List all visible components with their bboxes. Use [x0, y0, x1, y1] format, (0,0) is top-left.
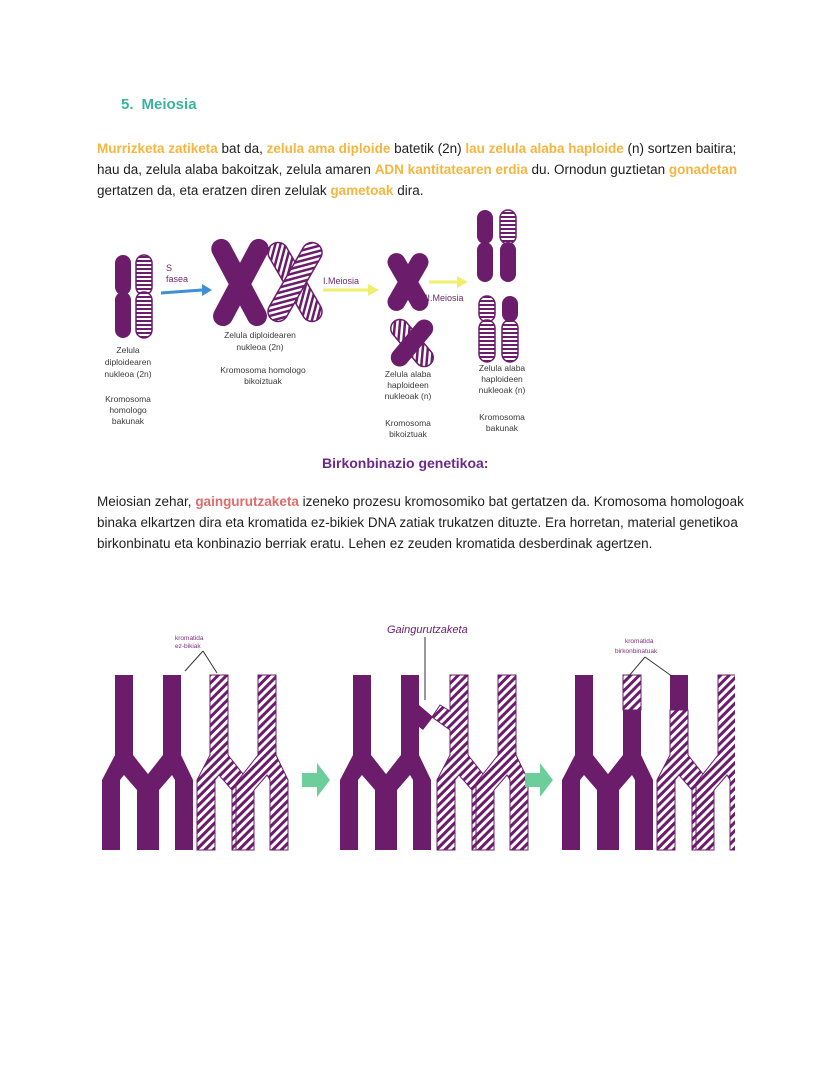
- chromosome-final-3: [478, 295, 496, 363]
- label-mid: Gaingurutzaketa: [387, 624, 468, 700]
- label-kromatida-right: kromatida: [625, 638, 654, 645]
- term-gaingurutzaketa: gaingurutzaketa: [195, 494, 299, 509]
- chromosome-final-2: [499, 209, 517, 282]
- caption-line: bakunak: [486, 423, 519, 433]
- term-zelula-alaba-haploide: lau zelula alaba haploide: [465, 141, 624, 156]
- caption-line: Kromosoma: [105, 394, 151, 404]
- caption-line: haploideen: [387, 380, 429, 390]
- chromosome-pair-after-2: [656, 674, 735, 851]
- text-run: dira.: [393, 183, 424, 198]
- text-run: du. Ornodun guztietan: [527, 162, 669, 177]
- arrow-s-label: S: [166, 263, 172, 273]
- caption-line: nukleoa (2n): [104, 369, 151, 379]
- caption-line: diploidearen: [105, 357, 152, 367]
- caption-stage-3: Zelula alaba haploideen nukleoak (n) Kro…: [385, 369, 432, 439]
- caption-line: Zelula: [116, 345, 139, 355]
- arrow-s-phase: S fasea: [160, 263, 212, 296]
- chromosome-pair-after-1: [562, 674, 653, 850]
- chromosome-pair-crossing-2: [431, 674, 529, 851]
- arrow-meiosis-2-label: II.Meiosia: [425, 293, 464, 303]
- label-left: kromatida ez-bikiak: [175, 635, 218, 674]
- caption-line: Zelula diploidearen: [224, 330, 296, 340]
- section-title-text: Meiosia: [141, 96, 197, 113]
- chromosome-x-solid: [211, 238, 269, 327]
- term-gonadetan: gonadetan: [668, 162, 738, 177]
- label-right: kromatida birkonbinatuak: [615, 638, 674, 678]
- arrow-fasea-label: fasea: [166, 274, 188, 284]
- caption-line: Kromosoma: [479, 412, 525, 422]
- text-run: bat da,: [217, 141, 267, 156]
- arrow-meiosis-2: II.Meiosia: [425, 276, 468, 303]
- caption-line: bakunak: [112, 416, 145, 426]
- caption-line: bikoiztuak: [244, 376, 283, 386]
- caption-line: nukleoa (2n): [236, 342, 283, 352]
- chromosome-final-1: [477, 210, 493, 282]
- chromosome-final-4: [501, 296, 519, 363]
- caption-line: Zelula alaba: [385, 369, 432, 379]
- caption-stage-1: Zelula diploidearen nukleoa (2n) Kromoso…: [104, 345, 151, 426]
- section-title: 5. Meiosia: [121, 96, 197, 113]
- subheading-recombination: Birkonbinazio genetikoa:: [322, 455, 489, 471]
- caption-line: Zelula alaba: [479, 363, 526, 373]
- chromosome-x-striped: [267, 241, 323, 323]
- chromosome-pair-before-1: [102, 675, 193, 850]
- text-run: izeneko prozesu kromosomiko bat gertatze…: [97, 494, 744, 551]
- arrow-green-2: [525, 763, 553, 797]
- arrow-meiosis-1: I.Meiosia: [323, 276, 379, 296]
- text-run: (n) sortzen baitira; hau da, zelula alab…: [97, 141, 737, 177]
- caption-line: Kromosoma homologo: [220, 365, 306, 375]
- chromosome-single-striped: [135, 254, 153, 339]
- recombination-paragraph: Meiosian zehar, gaingurutzaketa izeneko …: [97, 491, 747, 554]
- chromosome-single-solid: [115, 255, 131, 338]
- label-birkonbinatuak: birkonbinatuak: [615, 648, 658, 655]
- chromosome-x-striped-small: [390, 318, 434, 368]
- arrow-meiosis-1-label: I.Meiosia: [323, 276, 359, 286]
- term-murrizketa-zatiketa: Murrizketa zatiketa: [97, 141, 218, 156]
- term-gametoak: gametoak: [330, 183, 394, 198]
- caption-line: homologo: [109, 405, 147, 415]
- intro-paragraph: Murrizketa zatiketa bat da, zelula ama d…: [97, 138, 747, 201]
- term-adn-kantitatea: ADN kantitatearen erdia: [374, 162, 528, 177]
- meiosis-diagram: S fasea I.Meiosia II.Meiosia: [104, 209, 526, 439]
- section-number: 5.: [121, 96, 134, 113]
- label-ez-bikiak: ez-bikiak: [175, 643, 201, 650]
- text-run: gertatzen da, eta eratzen diren zelulak: [97, 183, 331, 198]
- caption-stage-4: Zelula alaba haploideen nukleoak (n) Kro…: [479, 363, 526, 433]
- caption-line: haploideen: [481, 374, 523, 384]
- term-zelula-ama-diploide: zelula ama diploide: [266, 141, 391, 156]
- label-kromatida: kromatida: [175, 635, 204, 642]
- caption-stage-2: Zelula diploidearen nukleoa (2n) Kromoso…: [220, 330, 306, 386]
- text-run: batetik (2n): [390, 141, 466, 156]
- label-gaingurutzaketa: Gaingurutzaketa: [387, 624, 468, 636]
- arrow-green-1: [302, 763, 330, 797]
- caption-line: nukleoak (n): [385, 391, 432, 401]
- text-run: Meiosian zehar,: [97, 494, 196, 509]
- chromosome-pair-before-2: [196, 674, 289, 851]
- chromosome-x-solid-small: [387, 253, 429, 311]
- caption-line: nukleoak (n): [479, 385, 526, 395]
- caption-line: Kromosoma: [385, 418, 431, 428]
- crossing-over-diagram: kromatida ez-bikiak Gaingurutzaketa krom…: [102, 624, 735, 851]
- chromosome-pair-crossing-1: [340, 675, 433, 850]
- caption-line: bikoiztuak: [389, 429, 428, 439]
